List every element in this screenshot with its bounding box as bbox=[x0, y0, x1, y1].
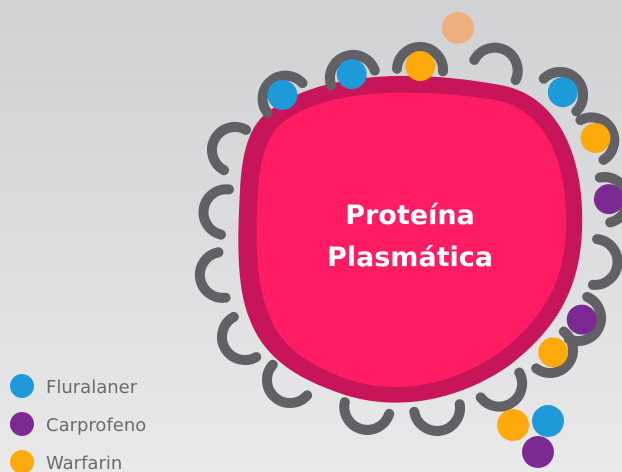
binding-site bbox=[339, 397, 395, 435]
protein-body bbox=[256, 92, 567, 388]
bound-molecule-warfarin bbox=[538, 337, 569, 368]
legend-label-fluralaner: Fluralaner bbox=[46, 377, 138, 398]
legend-swatch-carprofeno bbox=[10, 412, 34, 436]
free-molecule-extra bbox=[442, 12, 474, 44]
legend-swatch-fluralaner bbox=[10, 374, 34, 398]
free-molecule-carprofeno bbox=[522, 436, 554, 468]
bound-molecule-fluralaner bbox=[547, 77, 578, 108]
binding-site bbox=[217, 311, 262, 365]
legend-label-warfarin: Warfarin bbox=[46, 453, 122, 472]
binding-site bbox=[563, 291, 607, 346]
binding-site bbox=[594, 172, 622, 228]
bound-molecule-fluralaner bbox=[267, 80, 298, 110]
binding-site bbox=[538, 66, 589, 117]
free-molecule-warfarin bbox=[497, 409, 529, 441]
binding-site bbox=[475, 367, 528, 412]
protein-label-line1: Proteína bbox=[345, 200, 475, 231]
bound-molecule-warfarin bbox=[405, 51, 436, 81]
legend-swatch-warfarin bbox=[10, 450, 34, 472]
binding-site bbox=[531, 326, 578, 378]
bound-molecule-fluralaner bbox=[336, 59, 367, 90]
protein-label-line2: Plasmática bbox=[327, 242, 493, 273]
bound-molecule-warfarin bbox=[580, 123, 611, 153]
binding-site bbox=[587, 234, 622, 290]
binding-site bbox=[207, 122, 251, 176]
binding-site bbox=[409, 399, 465, 436]
binding-site bbox=[257, 70, 308, 118]
legend-label-carprofeno: Carprofeno bbox=[46, 415, 146, 436]
binding-site bbox=[262, 359, 313, 409]
binding-sites bbox=[194, 41, 622, 436]
bound-molecule-carprofeno bbox=[593, 184, 622, 215]
binding-site bbox=[194, 247, 231, 303]
binding-site bbox=[324, 50, 380, 91]
drug-molecules bbox=[267, 12, 622, 468]
legend: Fluralaner Carprofeno Warfarin bbox=[10, 374, 146, 472]
free-molecule-fluralaner bbox=[532, 405, 564, 437]
binding-site bbox=[198, 184, 234, 240]
binding-site bbox=[575, 112, 620, 165]
binding-site bbox=[392, 41, 449, 77]
binding-site bbox=[469, 42, 523, 85]
bound-molecule-carprofeno bbox=[566, 304, 597, 335]
